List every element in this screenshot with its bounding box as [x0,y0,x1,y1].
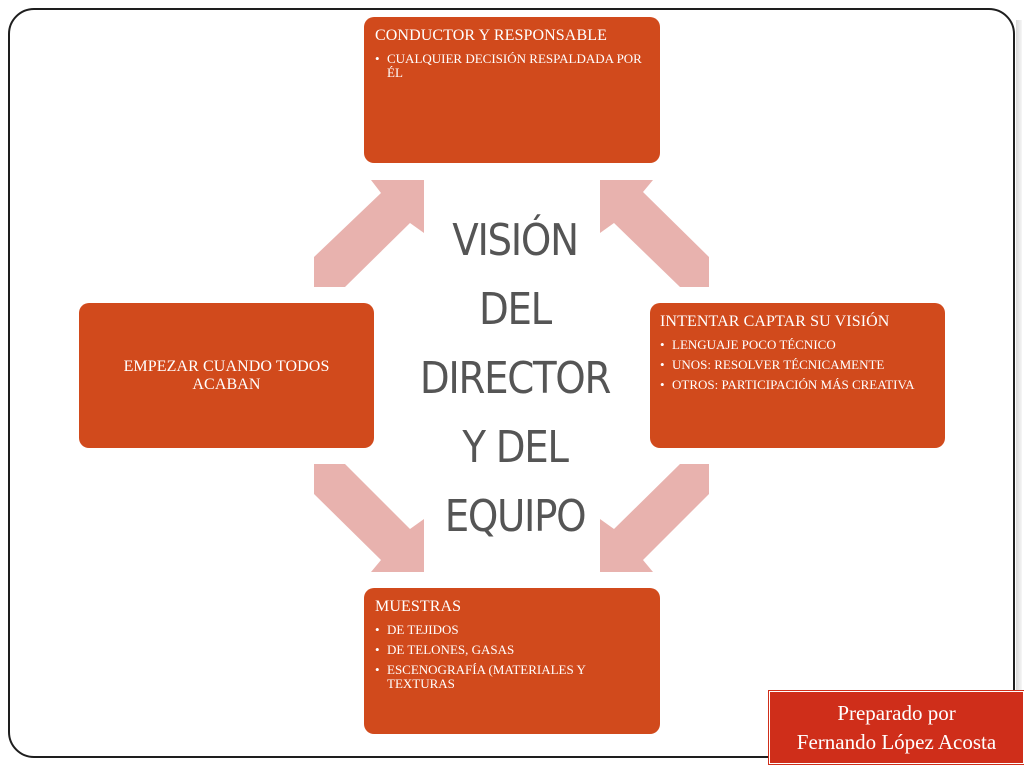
list-item: CUALQUIER DECISIÓN RESPALDADA POR ÉL [375,52,650,80]
box-captar-vision: INTENTAR CAPTAR SU VISIÓN LENGUAJE POCO … [650,303,945,448]
box-captar-vision-list: LENGUAJE POCO TÉCNICO UNOS: RESOLVER TÉC… [660,338,935,393]
list-item: LENGUAJE POCO TÉCNICO [660,338,935,353]
center-title-line: DEL [479,284,552,335]
list-item: OTROS: PARTICIPACIÓN MÁS CREATIVA [660,378,935,393]
list-item: DE TELONES, GASAS [375,643,650,658]
arrow-bottom-right [600,464,709,572]
box-muestras-title: MUESTRAS [375,598,462,615]
author-credit: Preparado por Fernando López Acosta [768,690,1024,765]
arrow-top-right [600,180,709,287]
credit-line-prepared: Preparado por [837,701,956,725]
slide-shadow [1016,20,1022,755]
box-empezar: EMPEZAR CUANDO TODOS ACABAN [79,303,374,448]
arrow-bottom-left [314,464,424,572]
center-title-line: DIRECTOR [419,353,611,404]
box-conductor-list: CUALQUIER DECISIÓN RESPALDADA POR ÉL [375,52,650,80]
list-item: UNOS: RESOLVER TÉCNICAMENTE [660,358,935,373]
center-title-line: Y DEL [462,422,569,473]
box-muestras-list: DE TEJIDOS DE TELONES, GASAS ESCENOGRAFÍ… [375,623,650,691]
box-empezar-title: EMPEZAR CUANDO TODOS ACABAN [123,357,330,393]
box-muestras: MUESTRAS DE TEJIDOS DE TELONES, GASAS ES… [364,588,660,734]
arrow-top-left [314,180,424,287]
box-conductor: CONDUCTOR Y RESPONSABLE CUALQUIER DECISI… [364,17,660,163]
center-title-line: VISIÓN [452,215,579,266]
list-item: ESCENOGRAFÍA (MATERIALES Y TEXTURAS [375,663,650,691]
credit-line-author: Fernando López Acosta [796,730,997,754]
center-title-line: EQUIPO [444,491,587,542]
list-item: DE TEJIDOS [375,623,650,638]
center-title: VISIÓN DEL DIRECTOR Y DEL EQUIPO [387,206,642,551]
box-captar-vision-title: INTENTAR CAPTAR SU VISIÓN [660,313,890,330]
box-conductor-title: CONDUCTOR Y RESPONSABLE [375,27,607,44]
